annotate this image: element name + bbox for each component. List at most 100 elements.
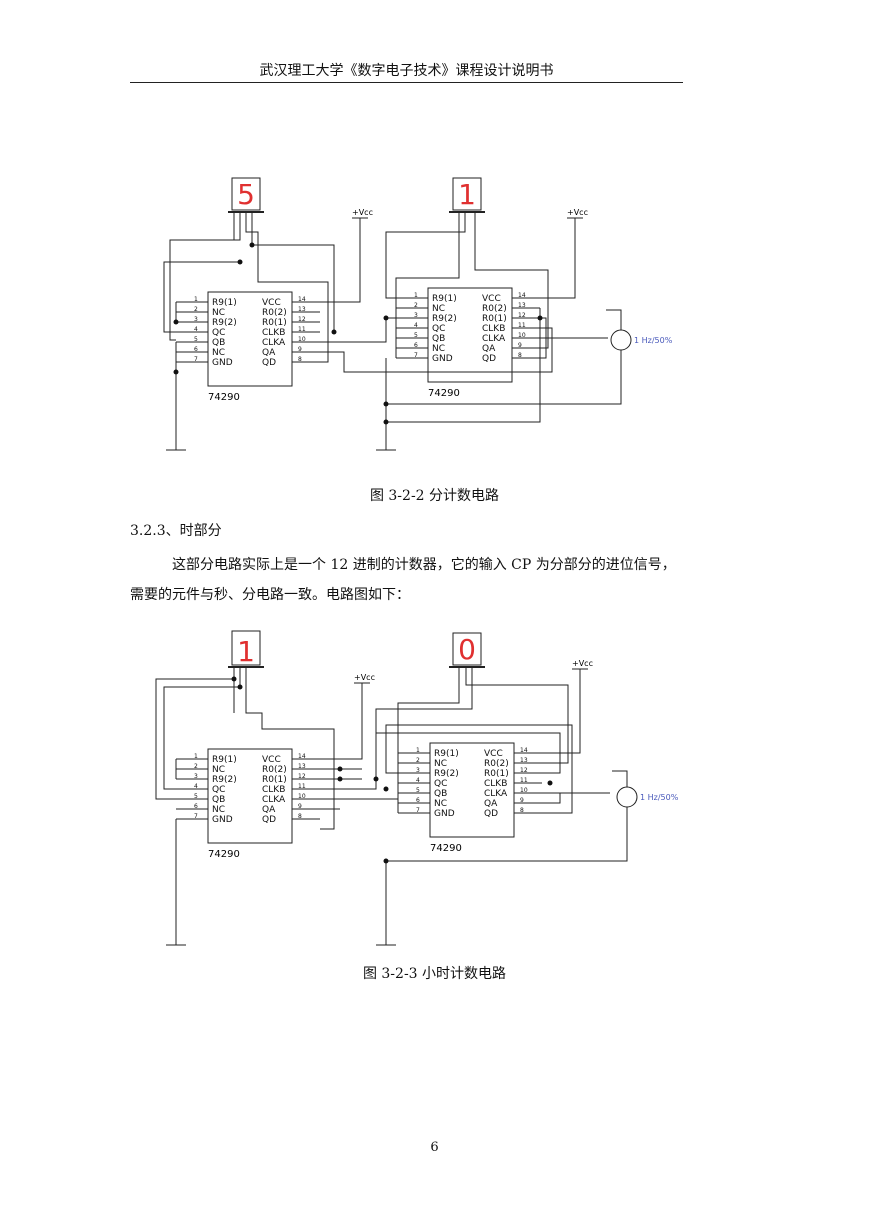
- clock-source-icon: [610, 329, 632, 351]
- figure-caption-1: 图 3-2-2 分计数电路: [369, 488, 500, 504]
- chip-pin-label: NC: [212, 765, 225, 775]
- chip-pin-number: 12: [298, 773, 306, 780]
- chip-74290-left: [207, 291, 293, 387]
- chip-pin-label: R0(2): [262, 765, 287, 775]
- chip-pin-label: CLKA: [262, 795, 286, 805]
- chip-pin-number: 13: [298, 306, 306, 313]
- chip-pin-label: QA: [262, 805, 276, 815]
- chip-pin-number: 1: [414, 292, 418, 299]
- chip-pin-number: 9: [518, 342, 522, 349]
- chip-pin-number: 9: [298, 803, 302, 810]
- chip-pin-label: QB: [212, 338, 225, 348]
- chip-pin-number: 14: [520, 747, 528, 754]
- chip-pin-number: 9: [520, 797, 524, 804]
- chip-pin-number: 2: [416, 757, 420, 764]
- chip-pin-number: 6: [194, 803, 198, 810]
- chip-pin-number: 14: [518, 292, 526, 299]
- chip-pin-label: GND: [212, 815, 233, 825]
- chip-pin-label: NC: [434, 799, 447, 809]
- vcc-label-left: +Vcc: [352, 208, 373, 217]
- chip-pin-number: 2: [194, 306, 198, 313]
- chip-pin-label: QD: [262, 815, 276, 825]
- chip-pin-label: R9(1): [212, 298, 237, 308]
- chip-pin-label: VCC: [262, 298, 281, 308]
- chip-pin-label: NC: [212, 805, 225, 815]
- chip-pin-number: 13: [520, 757, 528, 764]
- chip-pin-number: 3: [194, 773, 198, 780]
- page-number: 6: [430, 1140, 439, 1155]
- chip-pin-label: R9(1): [212, 755, 237, 765]
- chip-pin-number: 7: [416, 807, 420, 814]
- chip-pin-label: QD: [262, 358, 276, 368]
- chip-pin-label: QD: [484, 809, 498, 819]
- chip-pin-label: R9(2): [432, 314, 457, 324]
- chip-pin-label: R0(2): [484, 759, 509, 769]
- chip-pin-label: VCC: [482, 294, 501, 304]
- vcc-label-left: +Vcc: [354, 673, 375, 682]
- chip-pin-number: 11: [298, 783, 306, 790]
- chip-74290-right: [427, 287, 513, 383]
- chip-pin-number: 9: [298, 346, 302, 353]
- chip-pin-number: 8: [298, 356, 302, 363]
- chip-pin-label: R0(2): [482, 304, 507, 314]
- chip-pin-number: 6: [414, 342, 418, 349]
- chip-pin-label: CLKA: [484, 789, 508, 799]
- chip-pin-number: 11: [298, 326, 306, 333]
- chip-pin-number: 11: [518, 322, 526, 329]
- chip-pin-label: QC: [212, 328, 225, 338]
- chip-pin-number: 5: [416, 787, 420, 794]
- chip-pin-number: 12: [518, 312, 526, 319]
- chip-pin-number: 4: [416, 777, 420, 784]
- chip-pin-label: QA: [262, 348, 276, 358]
- chip-pin-number: 4: [194, 783, 198, 790]
- chip-pin-label: CLKB: [482, 324, 505, 334]
- chip-pin-label: CLKB: [262, 785, 285, 795]
- chip-74290-left: [207, 748, 293, 844]
- chip-pin-label: QC: [212, 785, 225, 795]
- chip-pin-label: NC: [434, 759, 447, 769]
- chip-pin-number: 7: [414, 352, 418, 359]
- chip-pin-number: 10: [298, 336, 306, 343]
- chip-label-left: 74290: [208, 849, 240, 860]
- chip-pin-label: R9(2): [212, 318, 237, 328]
- chip-74290-right: [429, 742, 515, 838]
- chip-pin-number: 2: [414, 302, 418, 309]
- chip-pin-label: VCC: [484, 749, 503, 759]
- chip-label-right: 74290: [428, 388, 460, 399]
- chip-pin-label: NC: [432, 344, 445, 354]
- seven-segment-display-left: [231, 630, 261, 666]
- chip-pin-number: 1: [194, 296, 198, 303]
- chip-pin-label: GND: [434, 809, 455, 819]
- chip-pin-number: 14: [298, 296, 306, 303]
- display-digit-left: 5: [237, 178, 255, 211]
- chip-pin-label: R9(2): [212, 775, 237, 785]
- page-header: 武汉理工大学《数字电子技术》课程设计说明书: [130, 60, 683, 83]
- chip-pin-label: NC: [212, 308, 225, 318]
- section-heading: 3.2.3、时部分: [130, 523, 222, 539]
- chip-pin-number: 13: [298, 763, 306, 770]
- chip-pin-label: R9(2): [434, 769, 459, 779]
- chip-pin-number: 8: [520, 807, 524, 814]
- chip-pin-number: 13: [518, 302, 526, 309]
- chip-pin-number: 12: [298, 316, 306, 323]
- figure-caption-2: 图 3-2-3 小时计数电路: [362, 966, 507, 982]
- chip-pin-label: QA: [484, 799, 498, 809]
- chip-pin-number: 3: [414, 312, 418, 319]
- chip-pin-label: GND: [212, 358, 233, 368]
- vcc-label-right: +Vcc: [572, 659, 593, 668]
- display-digit-left: 1: [237, 635, 255, 668]
- chip-pin-number: 2: [194, 763, 198, 770]
- hour-counter-circuit-diagram: 1 0 74290 74290 +Vcc +Vcc 1 Hz/50% R9(1)…: [155, 630, 679, 946]
- body-paragraph: 这部分电路实际上是一个 12 进制的计数器，它的输入 CP 为分部分的进位信号，…: [130, 557, 676, 603]
- seven-segment-display-left: [231, 177, 261, 211]
- chip-pin-number: 10: [298, 793, 306, 800]
- chip-pin-number: 10: [520, 787, 528, 794]
- chip-pin-number: 8: [298, 813, 302, 820]
- chip-pin-label: CLKA: [482, 334, 506, 344]
- chip-pin-label: R0(1): [262, 318, 287, 328]
- clock-source-icon: [616, 786, 638, 808]
- chip-pin-number: 11: [520, 777, 528, 784]
- chip-pin-label: QD: [482, 354, 496, 364]
- chip-pin-number: 4: [194, 326, 198, 333]
- chip-pin-label: NC: [432, 304, 445, 314]
